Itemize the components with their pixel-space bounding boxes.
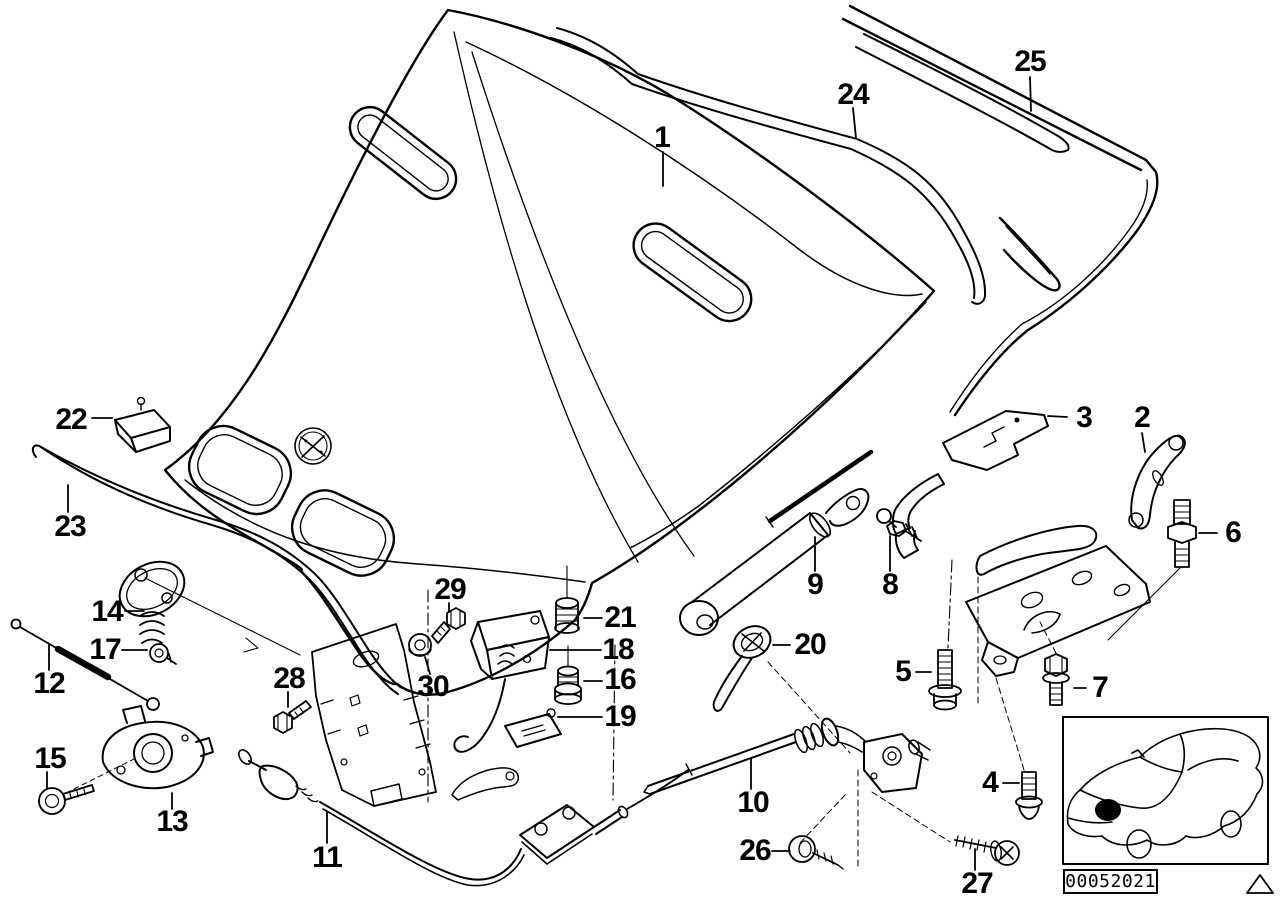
hood-vent-left bbox=[348, 105, 458, 201]
cowl-panel bbox=[841, 4, 1159, 417]
part-callout-30[interactable]: 30 bbox=[417, 670, 449, 703]
hinge-base bbox=[891, 473, 1181, 771]
part-callout-9[interactable]: 9 bbox=[807, 568, 824, 601]
support-bracket bbox=[311, 589, 616, 807]
part-callout-23[interactable]: 23 bbox=[54, 510, 86, 543]
warning-triangle-icon bbox=[1246, 874, 1274, 894]
prop-rod-12 bbox=[10, 577, 301, 711]
part-callout-1[interactable]: 1 bbox=[654, 121, 671, 154]
part-callout-4[interactable]: 4 bbox=[982, 766, 999, 799]
clip-22 bbox=[114, 396, 171, 453]
part-callout-10[interactable]: 10 bbox=[737, 786, 769, 819]
car-outline bbox=[1066, 727, 1264, 859]
image-id-box: 00052021 bbox=[1063, 869, 1158, 894]
part-callout-29[interactable]: 29 bbox=[434, 573, 466, 606]
buffer-16 bbox=[554, 645, 582, 705]
hinge-2 bbox=[1128, 434, 1186, 530]
bmw-roundel-icon bbox=[294, 427, 332, 465]
screw-27 bbox=[954, 835, 1020, 866]
gas-strut-9 bbox=[679, 449, 874, 636]
bolt-28 bbox=[273, 700, 312, 734]
hood-location-dot bbox=[1095, 799, 1121, 821]
part-callout-18[interactable]: 18 bbox=[602, 633, 634, 666]
part-callout-19[interactable]: 19 bbox=[604, 700, 636, 733]
part-callout-17[interactable]: 17 bbox=[89, 633, 121, 666]
part-callout-25[interactable]: 25 bbox=[1014, 45, 1046, 78]
screw-5 bbox=[928, 649, 962, 711]
callout-leader-30 bbox=[424, 656, 431, 675]
callout-leader-2 bbox=[1141, 432, 1146, 453]
latch-18 bbox=[453, 610, 550, 753]
bowden-cable-11 bbox=[238, 749, 693, 887]
callout-leader-lines bbox=[46, 76, 1218, 871]
part-callout-7[interactable]: 7 bbox=[1092, 671, 1109, 704]
part-callout-15[interactable]: 15 bbox=[34, 742, 66, 775]
seal-hood-rear bbox=[550, 27, 987, 305]
part-callout-16[interactable]: 16 bbox=[604, 663, 636, 696]
cable-10 bbox=[643, 661, 951, 869]
part-callout-28[interactable]: 28 bbox=[273, 662, 305, 695]
part-callout-5[interactable]: 5 bbox=[895, 655, 912, 688]
part-callout-27[interactable]: 27 bbox=[961, 867, 993, 900]
screw-26 bbox=[788, 835, 844, 870]
bolt-7 bbox=[1042, 653, 1070, 706]
image-id: 00052021 bbox=[1065, 871, 1156, 892]
catch-14 bbox=[118, 560, 186, 644]
car-locator-inset bbox=[1062, 716, 1269, 865]
part-callout-21[interactable]: 21 bbox=[604, 601, 636, 634]
hood-vent-right bbox=[632, 222, 753, 323]
part-callout-20[interactable]: 20 bbox=[794, 628, 826, 661]
plate-19 bbox=[504, 708, 562, 748]
callout-leader-25 bbox=[1029, 76, 1032, 112]
screw-4 bbox=[1015, 771, 1043, 820]
part-callout-2[interactable]: 2 bbox=[1134, 401, 1151, 434]
part-callout-12[interactable]: 12 bbox=[33, 667, 65, 700]
kidney-grille-right bbox=[290, 489, 396, 577]
seal-front bbox=[31, 444, 403, 695]
bolt-15 bbox=[38, 756, 139, 815]
hood-panel bbox=[163, 8, 936, 696]
part-callout-14[interactable]: 14 bbox=[91, 595, 123, 628]
callout-leader-24 bbox=[852, 107, 857, 139]
screw-17 bbox=[149, 643, 177, 665]
seal-cowl bbox=[855, 33, 1070, 153]
gasket-3 bbox=[942, 410, 1049, 471]
part-callout-24[interactable]: 24 bbox=[837, 78, 869, 111]
screw-29 bbox=[431, 607, 466, 644]
nut-30 bbox=[408, 633, 432, 657]
part-callout-3[interactable]: 3 bbox=[1076, 401, 1093, 434]
lock-13 bbox=[101, 705, 214, 790]
part-callout-13[interactable]: 13 bbox=[156, 805, 188, 838]
part-callout-8[interactable]: 8 bbox=[882, 568, 899, 601]
part-callout-6[interactable]: 6 bbox=[1225, 516, 1242, 549]
buffer-21 bbox=[554, 565, 580, 634]
part-callout-22[interactable]: 22 bbox=[55, 403, 87, 436]
part-callout-26[interactable]: 26 bbox=[739, 834, 771, 867]
stud-6 bbox=[1167, 499, 1197, 568]
kidney-grille-left bbox=[187, 424, 293, 516]
release-lever-20 bbox=[712, 625, 772, 712]
callout-leader-3 bbox=[1047, 415, 1068, 418]
part-callout-11[interactable]: 11 bbox=[312, 841, 343, 874]
